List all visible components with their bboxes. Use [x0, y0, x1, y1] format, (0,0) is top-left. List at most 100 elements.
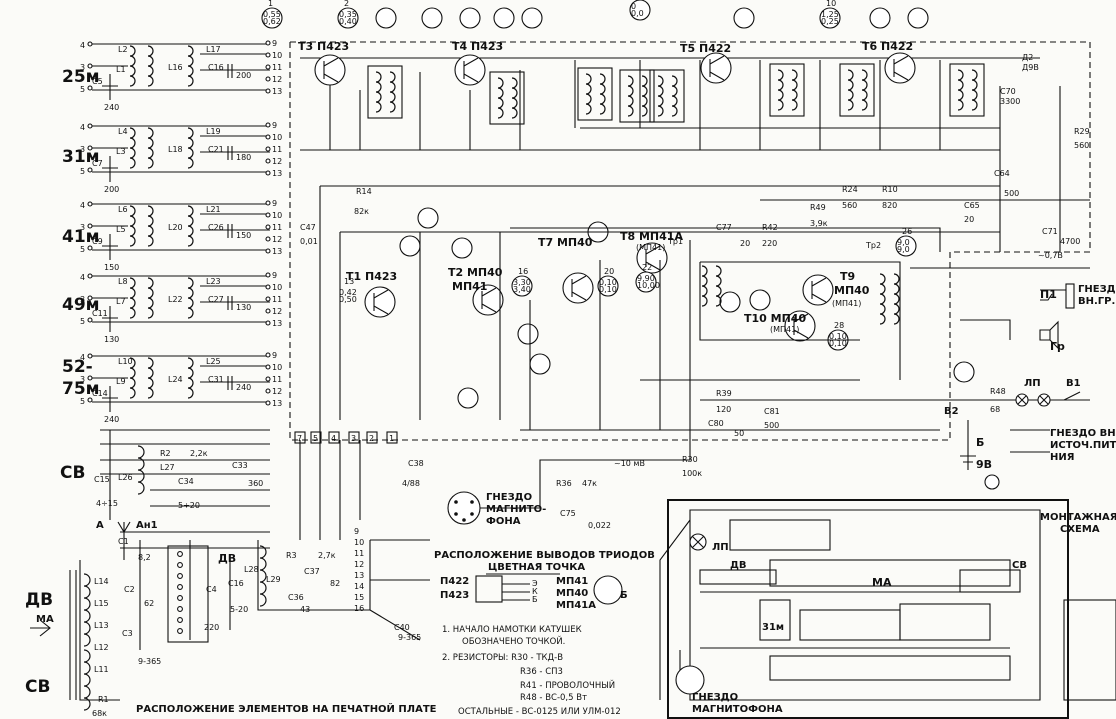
left-pin-dot [87, 245, 93, 251]
left-pin-dot [87, 63, 93, 69]
part-label-r29v: 560 [1074, 141, 1089, 150]
part-label-c37: C37 [304, 567, 320, 576]
part-label-r2v: 2,2к [190, 449, 208, 458]
band-coil-label-3: L16 [168, 63, 183, 72]
transistor-symbol [481, 287, 497, 313]
switch-contact [177, 551, 183, 557]
v2-label: В2 [944, 406, 959, 417]
if-coil-b [791, 69, 798, 111]
band-cap-label: C9 [92, 237, 103, 246]
part-label-c64: C64 [994, 169, 1010, 178]
test-point-bubble [597, 275, 619, 297]
band-cap-label: C14 [92, 389, 108, 398]
part-label-c80: C80 [708, 419, 724, 428]
note-3: R36 - СП3 [520, 667, 563, 677]
part-label-c16v: 5-20 [230, 605, 248, 614]
band-coil-label-4: L17 [206, 45, 221, 54]
coil-third [187, 277, 194, 319]
if-coil-a [777, 69, 784, 111]
test-point-volt-a: 0,55 [263, 10, 281, 19]
left-pin: 5 [80, 317, 85, 326]
part-label-c23v: 9-365 [138, 657, 161, 666]
coil-third [187, 127, 194, 169]
left-pin: 3 [80, 145, 85, 154]
test-point-number: 28 [834, 321, 844, 330]
switch-contact [177, 595, 183, 601]
test-point-bubble [517, 323, 539, 345]
test-point-bubble [337, 7, 359, 29]
transistor-symbol [373, 289, 389, 315]
rail-box-number: 2 [369, 434, 374, 443]
label-t8: T8 МП41А [620, 230, 683, 243]
tr1-secondary [715, 265, 722, 307]
test-point-volt-a: 9,0 [897, 238, 910, 247]
test-point-volt-a: 0,10 [829, 332, 847, 341]
part-label-c36: C36 [288, 593, 304, 602]
rail-pin-dot [265, 388, 271, 394]
rail-pin: 12 [272, 387, 282, 396]
if-can [839, 63, 875, 117]
rail-pin: 12 [272, 235, 282, 244]
rail-pin-dot [265, 146, 271, 152]
band-cap2-label: C26 [208, 223, 224, 232]
part-label-c15v: 4÷15 [96, 499, 118, 508]
part-label-c70: C70 [1000, 87, 1016, 96]
test-point-volt-a: 0,10 [599, 278, 617, 287]
test-point-volt-b: 0,25 [821, 17, 839, 26]
part-label-l29: L29 [266, 575, 281, 584]
test-point-bubble [511, 275, 533, 297]
label-t2b: МП41 [452, 280, 487, 293]
rail-box [294, 431, 306, 444]
rail-pin: 10 [272, 283, 282, 292]
v1-label: В1 [1066, 378, 1081, 389]
band-switch [167, 545, 209, 643]
transistor-symbol [571, 275, 587, 301]
test-points: 10,550,6220,350,40700,0101,250,25130,420… [261, 0, 975, 409]
test-point-volt-a: 0,35 [339, 10, 357, 19]
part-label-c47: C47 [300, 223, 316, 232]
label-t10b: (МП41) [770, 325, 799, 334]
v07-label: ~0,7В [1038, 251, 1063, 260]
label-t6: T6 П422 [862, 40, 913, 53]
rail-pin: 9 [272, 39, 277, 48]
if-can [649, 69, 685, 123]
lower-rail-number: 14 [354, 582, 364, 591]
switch-contact [177, 573, 183, 579]
test-point-bubble [749, 289, 771, 311]
part-label-c71v: 4700 [1060, 237, 1080, 246]
band-cap2 [227, 146, 233, 160]
board-outline [289, 41, 1091, 441]
left-pin-dot [87, 145, 93, 151]
band-coil-label-1: L6 [118, 205, 128, 214]
rail-pin: 13 [272, 399, 282, 408]
test-point-bubble [529, 353, 551, 375]
left-pin-dot [87, 295, 93, 301]
left-pin-dot [87, 397, 93, 403]
bottom-caption: РАСПОЛОЖЕНИЕ ЭЛЕМЕНТОВ НА ПЕЧАТНОЙ ПЛАТЕ [136, 702, 437, 715]
part-label-r48v: 68 [990, 405, 1000, 414]
rail-pin: 10 [272, 133, 282, 142]
transistor-symbol [811, 277, 827, 303]
if-coil-a [657, 75, 664, 117]
part-label-c71: C71 [1042, 227, 1058, 236]
part-label-c32v: 8,2 [138, 553, 151, 562]
part-label-r49: R49 [810, 203, 826, 212]
transistor-body [472, 284, 504, 316]
rail-box [366, 431, 378, 444]
band-label-49m: 49м [62, 295, 100, 315]
rail-box [348, 431, 360, 444]
if-can [577, 67, 613, 121]
band-coil-label-2: L5 [116, 225, 126, 234]
test-point-bubble [733, 7, 755, 29]
note-1: ОБОЗНАЧЕНО ТОЧКОЙ. [462, 635, 565, 647]
part-label-c40: C40 [394, 623, 410, 632]
part-label-c70v: 3300 [1000, 97, 1020, 106]
part-label-r2: R2 [160, 449, 171, 458]
band-cap [102, 386, 118, 412]
audio-wiring [339, 227, 1090, 431]
part-label-c34: C34 [178, 477, 194, 486]
coil-secondary [147, 127, 154, 169]
transistor-symbol [893, 55, 909, 81]
band-coil-label-1: L10 [118, 357, 133, 366]
